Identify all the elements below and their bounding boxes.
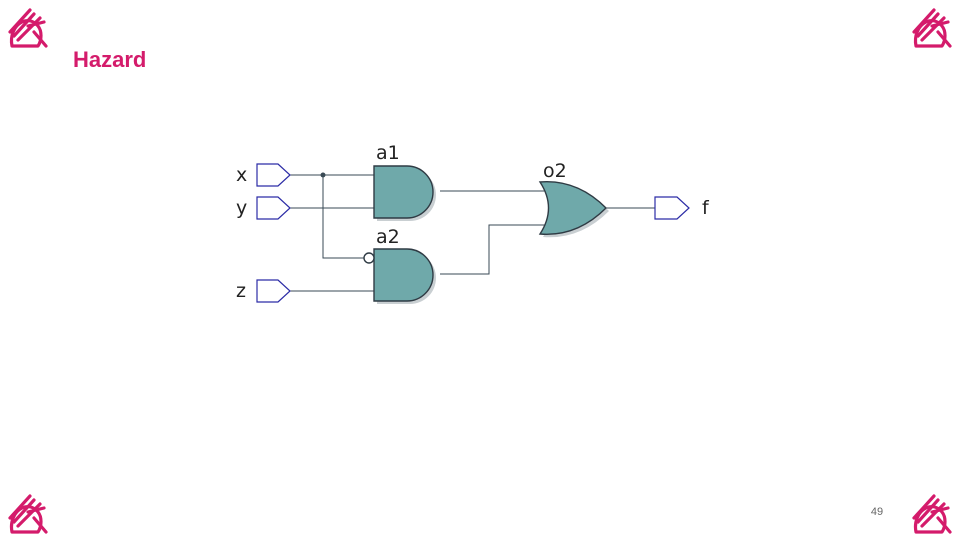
page-number: 49 bbox=[870, 506, 884, 518]
university-crest-logo-top-left bbox=[8, 8, 48, 48]
university-crest-logo-top-right bbox=[912, 8, 952, 48]
gates bbox=[363, 165, 609, 304]
input-port-z bbox=[256, 279, 291, 303]
and-gate-a2 bbox=[373, 248, 434, 302]
wire-a2-to-o2 bbox=[440, 224, 546, 275]
university-crest-logo-bottom-left bbox=[8, 494, 48, 534]
slide-title: Hazard bbox=[73, 47, 147, 72]
output-label-f: f bbox=[702, 197, 710, 219]
wire-x-to-a2 bbox=[322, 175, 364, 259]
input-label-z: z bbox=[236, 280, 246, 302]
output-port-f bbox=[654, 196, 690, 220]
input-label-y: y bbox=[236, 197, 247, 219]
input-label-x: x bbox=[236, 164, 247, 186]
gate-label-o2: o2 bbox=[543, 160, 567, 182]
university-crest-logo-bottom-right bbox=[912, 494, 952, 534]
input-port-x bbox=[256, 163, 291, 187]
wire-junction-dot bbox=[320, 172, 326, 178]
gate-label-a1: a1 bbox=[376, 142, 400, 164]
and-gate-a1 bbox=[373, 165, 434, 219]
ports bbox=[256, 163, 690, 303]
inverter-bubble bbox=[363, 252, 375, 264]
input-port-y bbox=[256, 196, 291, 220]
wires bbox=[290, 174, 655, 292]
gate-label-a2: a2 bbox=[376, 226, 400, 248]
or-gate-o2 bbox=[538, 181, 607, 235]
